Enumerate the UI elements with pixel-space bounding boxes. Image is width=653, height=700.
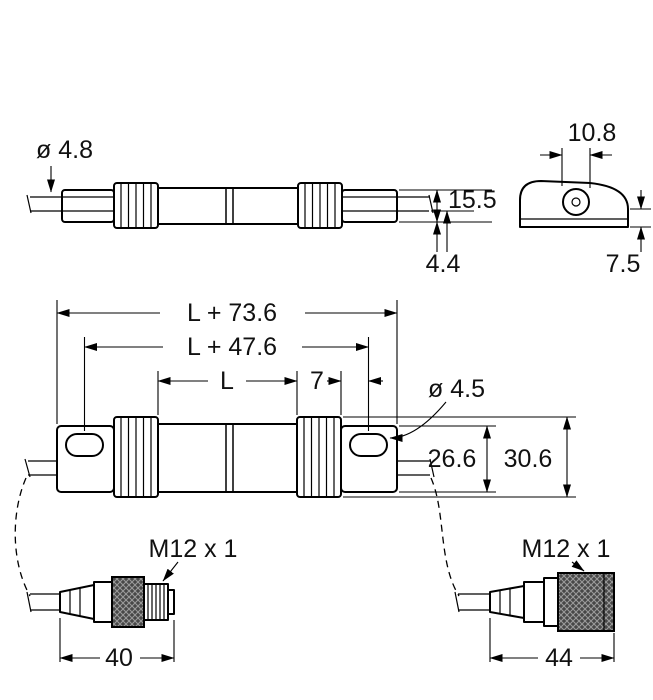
mounting-slot-right [349, 433, 388, 457]
connector-left-tip [167, 589, 175, 615]
side-view: ø 4.8 15.5 4.4 [26, 136, 497, 278]
dim-label-hole-width: 10.8 [568, 119, 617, 147]
dim-label-connector-left-length: 40 [105, 644, 133, 672]
dim-label-edge-height: 7.5 [606, 250, 641, 278]
dim-label-overall-height: 30.6 [504, 445, 553, 473]
dim-label-body-height-main: 26.6 [428, 445, 477, 473]
bend-relief-left [59, 584, 95, 620]
cable-right-lines [397, 196, 429, 212]
cable-routing-right [430, 477, 460, 597]
dim-label-hole-diameter: ø 4.5 [428, 375, 485, 403]
connector-right-step [543, 577, 559, 627]
connector-right: M12 x 1 44 [454, 535, 615, 672]
screw-hole [562, 188, 590, 216]
knurled-ring-left [111, 576, 145, 628]
main-cable-left [24, 458, 57, 478]
hole-diameter-leader [389, 401, 447, 442]
connector-left: M12 x 1 40 [26, 535, 238, 672]
knurled-nut-right [557, 572, 615, 632]
connector-left-body [93, 581, 113, 623]
end-cap-left [61, 189, 115, 223]
bend-relief-right [489, 585, 525, 619]
dim-label-overall-length: L + 73.6 [187, 299, 277, 327]
cable-left-cut [26, 194, 32, 214]
tube-body [157, 187, 299, 225]
thread-leader-right [571, 560, 585, 572]
dim-label-body-height: 15.5 [448, 186, 497, 214]
cable-routing-left [14, 477, 31, 597]
dim-label-active-length: L [220, 367, 234, 395]
main-cable-right [397, 458, 435, 478]
thread-label-left: M12 x 1 [149, 535, 238, 563]
connector-right-body [523, 581, 545, 623]
dim-label-slot-offset: 7 [310, 367, 324, 395]
mounting-slot-left [65, 433, 104, 457]
main-view: L + 73.6 L + 47.6 L 7 ø 4.5 26.6 30.6 [14, 299, 576, 597]
dim-label-slot-spacing: L + 47.6 [187, 333, 277, 361]
dim-label-cable-offset: 4.4 [426, 250, 461, 278]
thread-leader-left [162, 561, 179, 582]
dim-label-connector-right-length: 44 [545, 644, 573, 672]
end-view: 10.8 7.5 [519, 119, 651, 278]
connector-left-cable [26, 591, 60, 613]
dim-label-cable-diameter: ø 4.8 [36, 136, 93, 164]
cable-left-lines [30, 196, 62, 212]
main-tube [157, 423, 298, 493]
connector-right-cable [454, 591, 490, 613]
thread-label-right: M12 x 1 [522, 535, 611, 563]
end-cap-right [341, 189, 398, 223]
cable-right-cut [428, 194, 434, 214]
